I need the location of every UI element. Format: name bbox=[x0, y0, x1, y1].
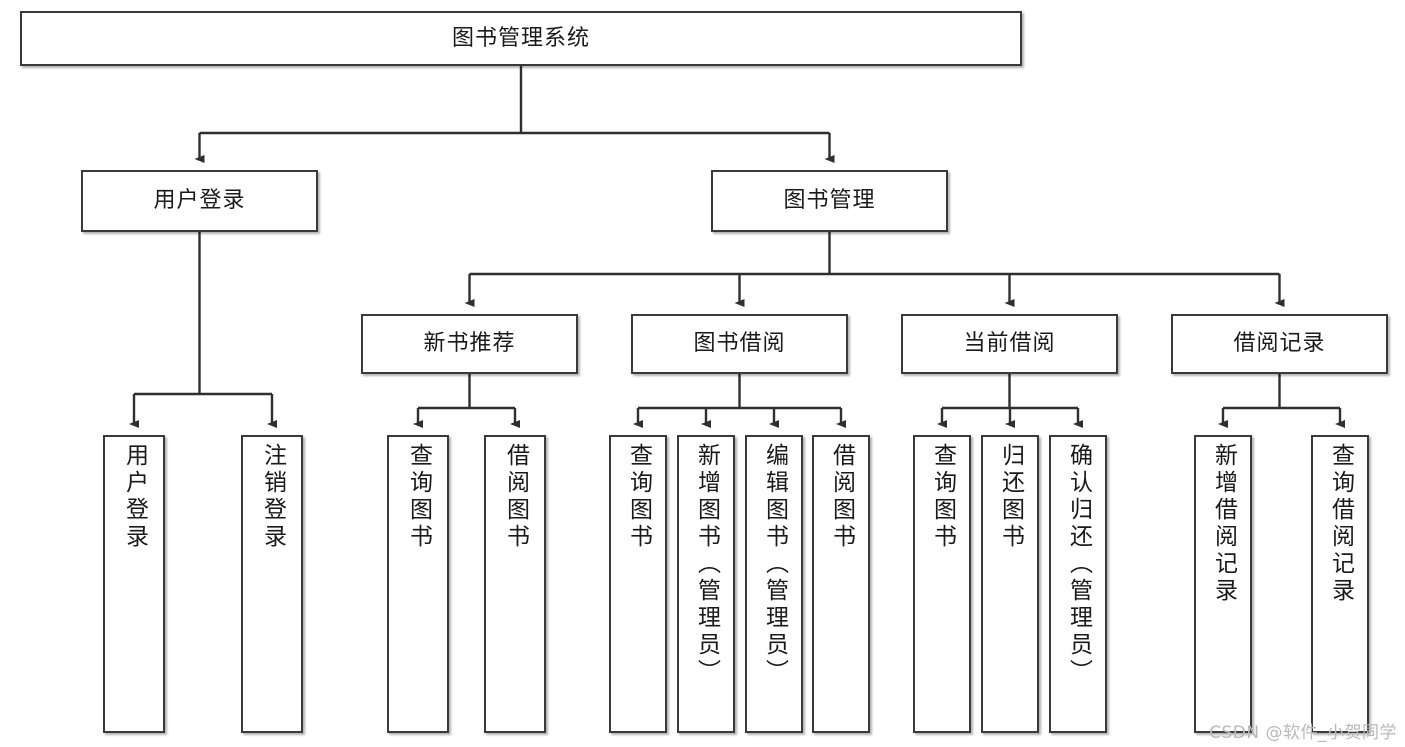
node-leaf-add-book[interactable]: 新增图书（管理员） bbox=[677, 435, 735, 733]
node-leaf-query-record-label: 查询借阅记录 bbox=[1327, 443, 1354, 605]
node-book-borrow-label: 图书借阅 bbox=[693, 331, 786, 357]
node-root-label: 图书管理系统 bbox=[451, 25, 590, 51]
node-leaf-return-book-label: 归还图书 bbox=[997, 443, 1024, 551]
node-leaf-add-book-label: 新增图书（管理员） bbox=[693, 443, 720, 686]
node-leaf-borrow-book-2[interactable]: 借阅图书 bbox=[812, 435, 870, 733]
node-leaf-query-book-2-label: 查询图书 bbox=[625, 443, 652, 551]
node-leaf-return-book[interactable]: 归还图书 bbox=[981, 435, 1039, 733]
node-leaf-add-record-label: 新增借阅记录 bbox=[1210, 443, 1237, 605]
node-leaf-borrow-book-1[interactable]: 借阅图书 bbox=[484, 435, 546, 733]
node-leaf-edit-book-label: 编辑图书（管理员） bbox=[761, 443, 788, 686]
node-borrow-record[interactable]: 借阅记录 bbox=[1171, 314, 1388, 374]
node-leaf-query-book-1-label: 查询图书 bbox=[405, 443, 432, 551]
node-new-book-rec[interactable]: 新书推荐 bbox=[361, 314, 578, 374]
node-current-borrow-label: 当前借阅 bbox=[963, 331, 1056, 357]
node-root[interactable]: 图书管理系统 bbox=[20, 11, 1022, 66]
watermark: CSDN @软件_小贺同学 bbox=[1209, 723, 1397, 743]
node-borrow-record-label: 借阅记录 bbox=[1233, 331, 1326, 357]
node-book-borrow[interactable]: 图书借阅 bbox=[631, 314, 848, 374]
node-leaf-user-logout[interactable]: 注销登录 bbox=[241, 435, 303, 733]
node-leaf-add-record[interactable]: 新增借阅记录 bbox=[1194, 435, 1252, 733]
node-leaf-confirm-return-label: 确认归还（管理员） bbox=[1065, 443, 1092, 686]
node-leaf-user-logout-label: 注销登录 bbox=[259, 443, 286, 551]
node-leaf-borrow-book-1-label: 借阅图书 bbox=[502, 443, 529, 551]
node-leaf-query-book-3-label: 查询图书 bbox=[929, 443, 956, 551]
node-new-book-rec-label: 新书推荐 bbox=[423, 331, 516, 357]
node-current-borrow[interactable]: 当前借阅 bbox=[901, 314, 1118, 374]
node-leaf-query-book-3[interactable]: 查询图书 bbox=[913, 435, 971, 733]
node-user-login[interactable]: 用户登录 bbox=[81, 170, 318, 232]
node-leaf-confirm-return[interactable]: 确认归还（管理员） bbox=[1049, 435, 1107, 733]
node-leaf-query-book-2[interactable]: 查询图书 bbox=[609, 435, 667, 733]
node-leaf-borrow-book-2-label: 借阅图书 bbox=[828, 443, 855, 551]
node-book-manage-label: 图书管理 bbox=[783, 188, 876, 214]
node-leaf-query-book-1[interactable]: 查询图书 bbox=[387, 435, 449, 733]
node-user-login-label: 用户登录 bbox=[153, 188, 246, 214]
node-leaf-edit-book[interactable]: 编辑图书（管理员） bbox=[745, 435, 803, 733]
node-leaf-user-login-label: 用户登录 bbox=[121, 443, 148, 551]
node-leaf-user-login[interactable]: 用户登录 bbox=[103, 435, 165, 733]
node-book-manage[interactable]: 图书管理 bbox=[711, 170, 948, 232]
node-leaf-query-record[interactable]: 查询借阅记录 bbox=[1311, 435, 1369, 733]
